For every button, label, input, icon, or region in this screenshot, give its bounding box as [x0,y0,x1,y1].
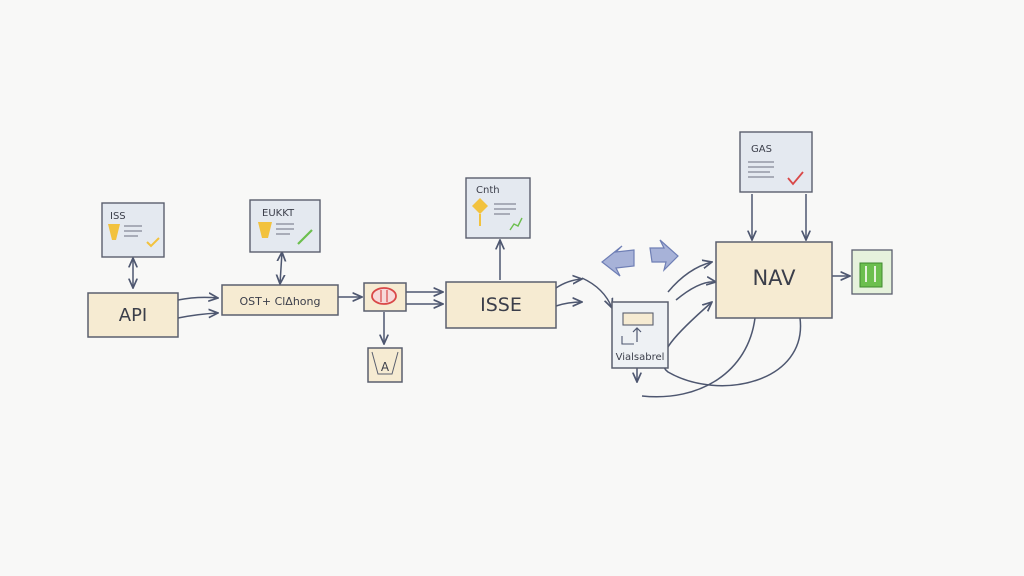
doc-card-4-label: GAS [751,144,772,155]
connector-validator-nav-1 [667,262,712,293]
key-icon [108,224,120,240]
check-icon [787,171,804,186]
arrow-right-icon [649,239,679,272]
green-status-icon [851,249,893,295]
arrow-left-icon [601,245,635,277]
connector-isse-out-2 [555,302,582,306]
swap-arrows-icon [601,239,679,277]
doc-card-3-label: Cnth [476,185,500,196]
trend-icon [509,217,523,231]
loop-nav-1 [641,317,756,398]
doc-card-1: ISS [101,202,165,258]
check-icon [146,237,160,248]
doc-card-2-label: EUKKT [262,208,295,219]
node-isse: ISSE [445,281,557,329]
doc-card-4: GAS [739,131,813,193]
node-api-label: API [119,305,147,326]
arrow-up-icon [632,327,642,342]
key-icon [472,198,488,214]
connector-api-ost-2 [177,313,218,319]
connector-isse-out-1 [555,279,582,289]
node-nav: NAV [715,241,833,319]
node-ost-label: OST+ ClΔhong [240,295,321,308]
doc-card-1-label: ISS [110,211,126,222]
loop-nav-2 [661,302,802,387]
key-icon [258,222,272,238]
node-nav-label: NAV [752,266,796,290]
node-validator: Vialsabrel [611,301,669,369]
check-icon [297,229,313,245]
doc-card-2: EUKKT [249,199,321,253]
node-small-a-label: A [381,360,390,374]
stop-circle-icon [371,287,397,305]
connector-to-validator [581,277,612,308]
node-isse-label: ISSE [480,294,522,316]
connector-validator-nav-2 [675,282,716,301]
node-api: API [87,292,179,338]
doc-card-3: Cnth [465,177,531,239]
node-small-a: A [367,347,403,383]
connectors [133,194,850,398]
node-validator-label: Vialsabrel [616,352,665,363]
connector-doc2-ost [280,252,282,284]
node-ost: OST+ ClΔhong [221,284,339,316]
connector-api-ost-1 [177,297,218,300]
node-circle [363,282,407,312]
